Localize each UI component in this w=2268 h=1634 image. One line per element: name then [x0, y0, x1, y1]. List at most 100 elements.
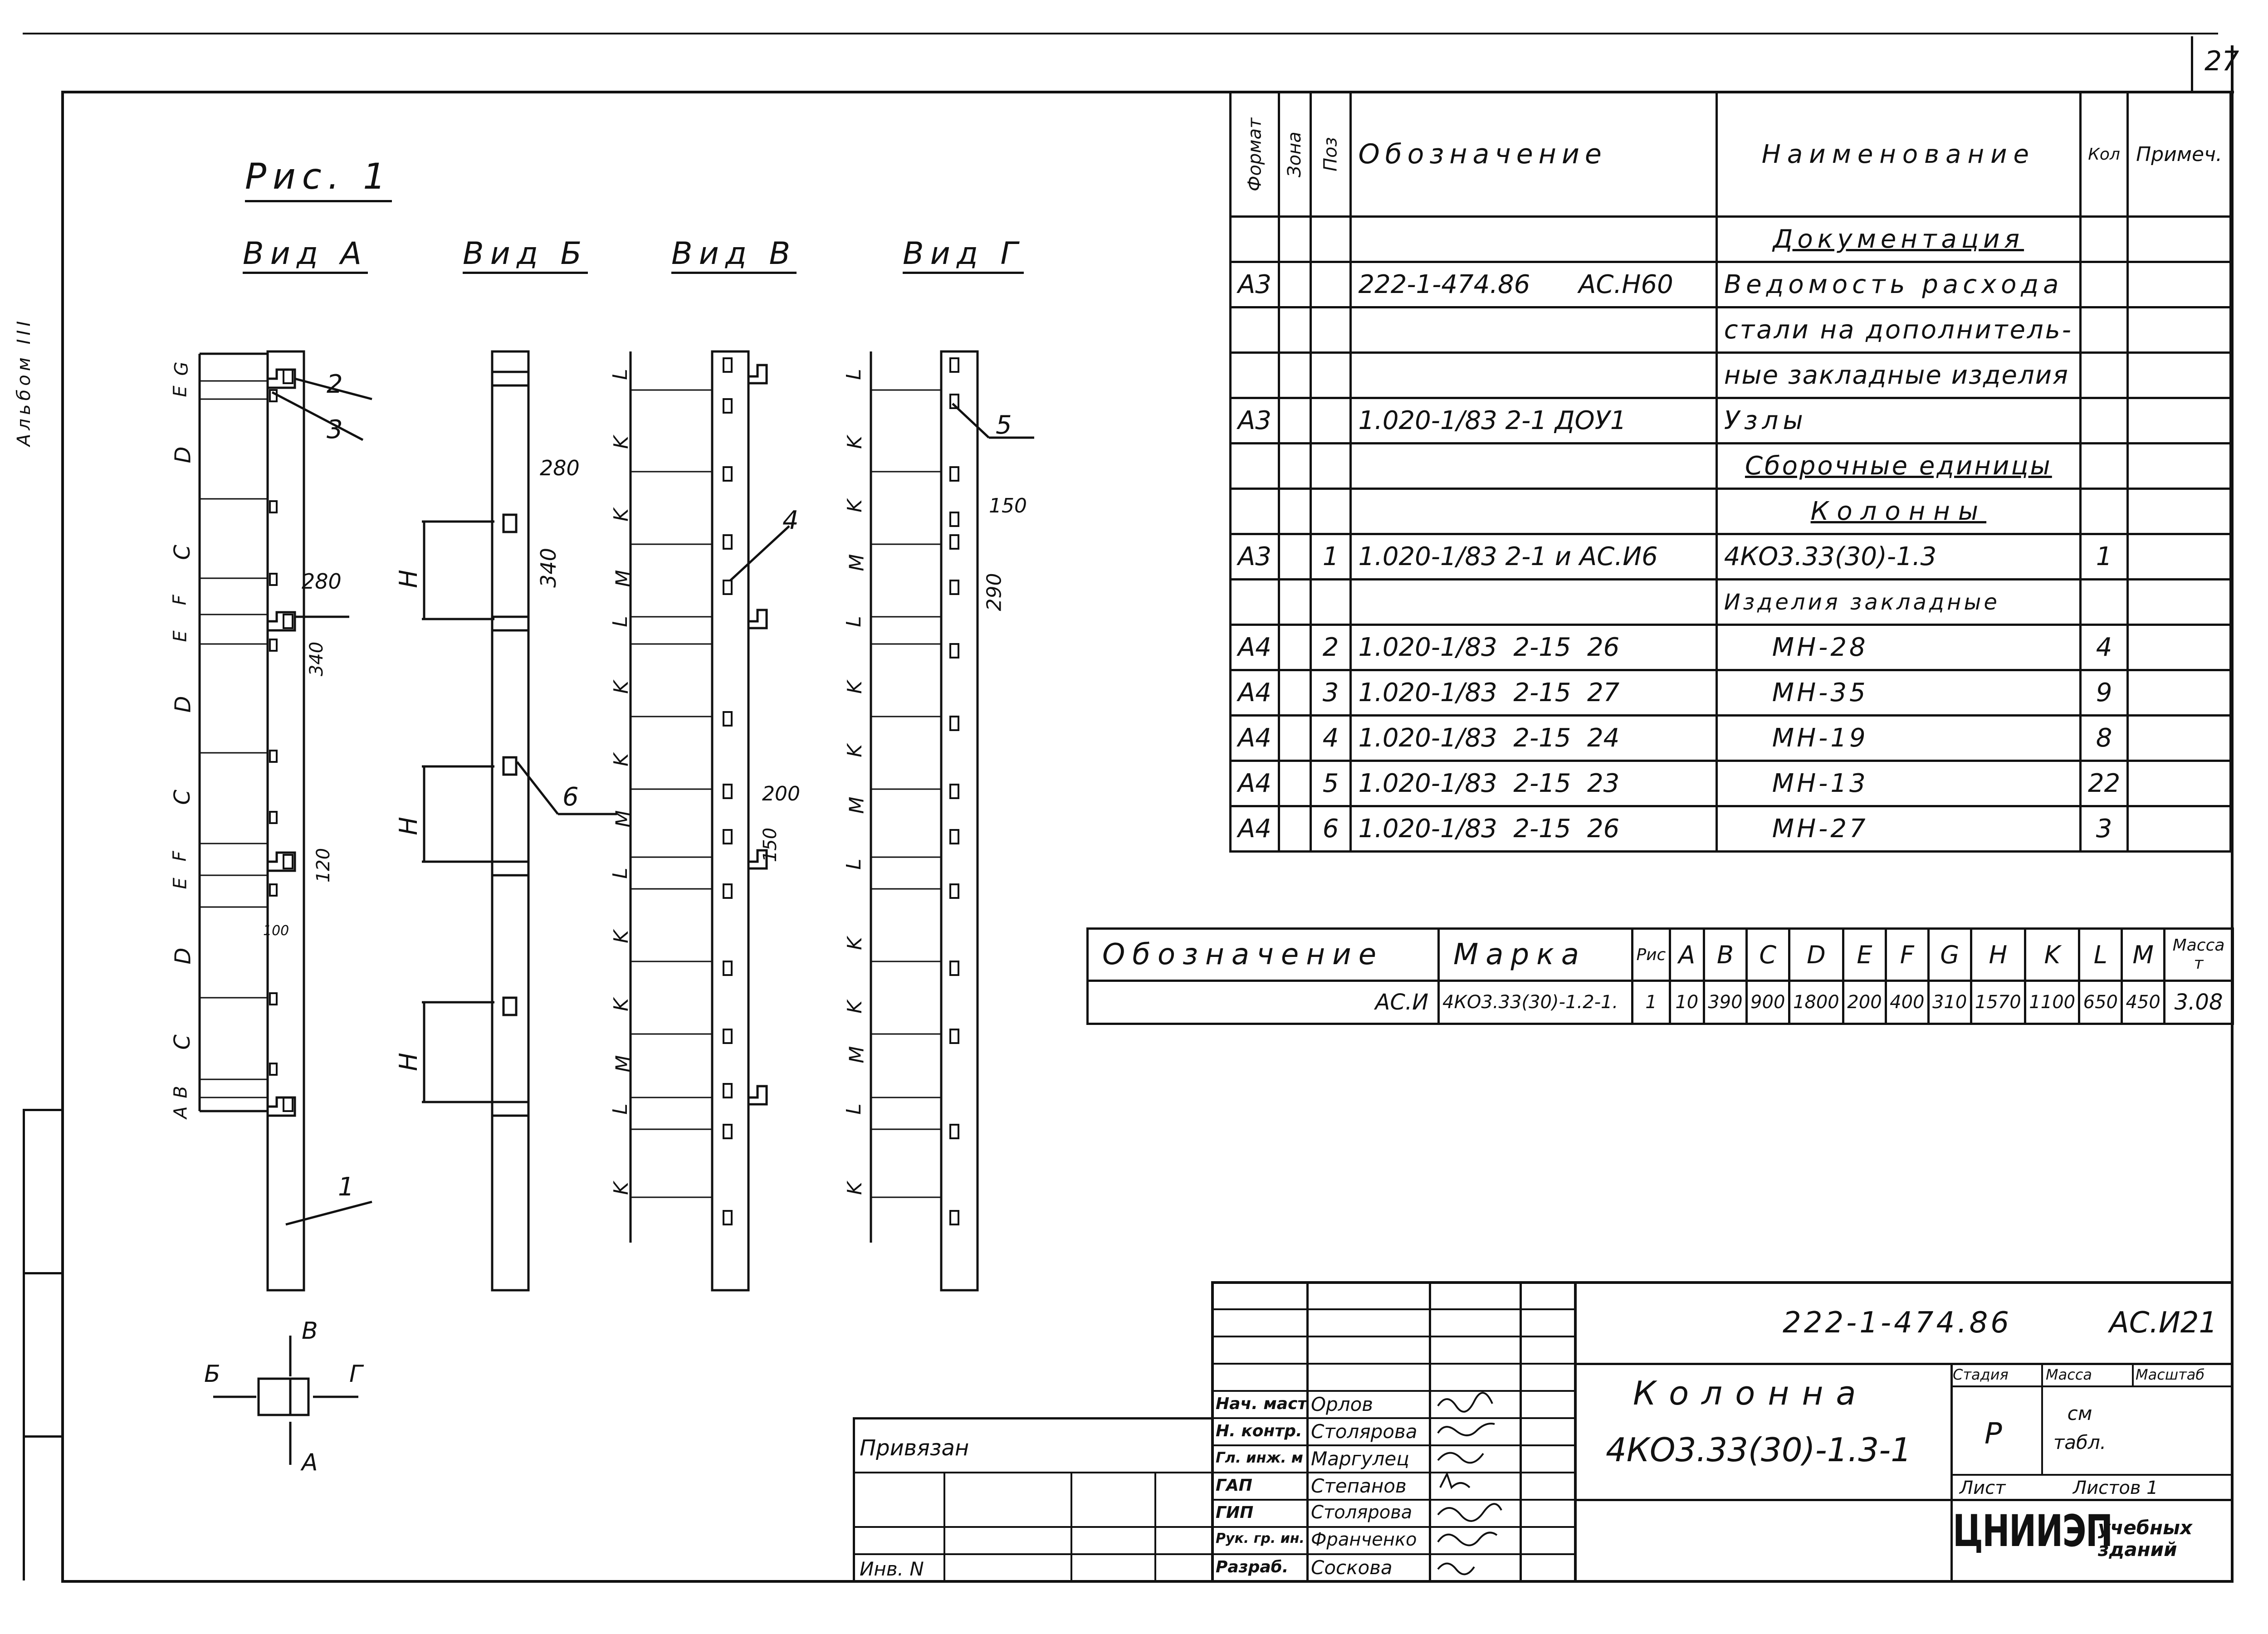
- bind-v3: [1154, 1472, 1156, 1583]
- view-v-label: Вид В: [671, 236, 797, 274]
- spec-header-row: Формат Зона Поз Обозначение Наименование…: [1230, 91, 2232, 218]
- param-cell-designation: АС.И: [1086, 980, 1440, 1025]
- orientation-bottom: А: [302, 1449, 318, 1476]
- spec-cell-zone: [1277, 488, 1312, 535]
- orientation-marker: [257, 1377, 310, 1416]
- mass-label: Масса: [2046, 1366, 2092, 1383]
- tb-code-line: [1574, 1363, 2234, 1365]
- spec-cell-format: [1229, 488, 1280, 535]
- tb-title-line: [1574, 1499, 2234, 1501]
- param-cell-c: 900: [1745, 980, 1790, 1025]
- spec-cell-designation: 1.020-1/83 2-15 27: [1349, 669, 1718, 717]
- spec-cell-zone: [1277, 261, 1312, 308]
- spec-cell-pos: 6: [1309, 805, 1352, 853]
- spec-cell-note: [2126, 397, 2232, 444]
- spec-cell-qty: 4: [2079, 624, 2129, 671]
- bind-v2: [1070, 1472, 1072, 1583]
- tb-row: [1211, 1417, 1574, 1419]
- tb-top: [1211, 1281, 2234, 1284]
- tb-staff-v2: [1429, 1281, 1431, 1583]
- page-number-box: [2191, 36, 2193, 91]
- tb-row: [1211, 1390, 1574, 1392]
- staff-name: Соскова: [1311, 1556, 1393, 1579]
- spec-cell-qty: [2079, 215, 2129, 263]
- staff-role: Гл. инж. м: [1216, 1449, 1303, 1466]
- view-v-letter: M: [611, 810, 635, 828]
- spec-cell-pos: [1309, 306, 1352, 354]
- spec-cell-name: МН-13: [1715, 760, 2082, 807]
- view-v-letter: L: [608, 1103, 632, 1115]
- view-a-letter: C: [169, 1034, 195, 1050]
- leader-3: 3: [327, 415, 343, 444]
- tb-row: [1211, 1308, 1574, 1310]
- view-b-letter: H: [394, 570, 423, 588]
- spec-cell-note: [2126, 624, 2232, 671]
- spec-cell-name: МН-28: [1715, 624, 2082, 671]
- spec-head-note: Примеч.: [2126, 91, 2232, 218]
- spec-cell-format: [1229, 351, 1280, 399]
- tb-stage-v2: [2041, 1363, 2043, 1474]
- spec-cell-note: [2126, 488, 2232, 535]
- inv-label: Инв. N: [860, 1558, 924, 1580]
- view-b-dim: 280: [540, 456, 580, 480]
- view-v-letter: K: [609, 998, 633, 1011]
- tb-row: [1211, 1363, 1574, 1365]
- bind-h3: [853, 1553, 1211, 1555]
- spec-cell-qty: 3: [2079, 805, 2129, 853]
- spec-cell-zone: [1277, 760, 1312, 807]
- spec-cell-pos: [1309, 397, 1352, 444]
- view-g-letter: K: [843, 436, 866, 449]
- view-g-letter: K: [843, 499, 866, 512]
- spec-row: ные закладные изделия: [1229, 351, 2232, 399]
- tb-row: [1211, 1526, 1574, 1528]
- spec-cell-pos: [1309, 261, 1352, 308]
- spec-cell-pos: 2: [1309, 624, 1352, 671]
- view-v-letter: L: [608, 369, 632, 380]
- tb-row: [1211, 1336, 1574, 1337]
- spec-row: Колонны: [1229, 488, 2232, 535]
- view-a-dim: 280: [302, 569, 342, 594]
- tb-row: [1211, 1472, 1574, 1473]
- top-border: [23, 33, 2218, 34]
- param-head-fig: Рис: [1631, 927, 1671, 982]
- spec-cell-zone: [1277, 714, 1312, 762]
- margin-strip-3: [23, 1272, 64, 1274]
- param-head-g: G: [1927, 927, 1972, 982]
- spec-cell-note: [2126, 714, 2232, 762]
- orientation-top: В: [302, 1317, 318, 1345]
- view-g-letter: K: [843, 744, 866, 757]
- view-v-letter: K: [609, 436, 633, 449]
- orientation-left: Б: [204, 1361, 220, 1388]
- param-row: АС.И 4КО3.33(30)-1.2-1. 1 10 390 900 180…: [1086, 980, 2234, 1025]
- page-number: 27: [2204, 45, 2239, 77]
- spec-cell-qty: [2079, 351, 2129, 399]
- spec-cell-qty: 8: [2079, 714, 2129, 762]
- staff-role: ГИП: [1216, 1503, 1254, 1522]
- param-cell-d: 1800: [1788, 980, 1845, 1025]
- view-a-letter: F: [169, 851, 191, 862]
- parameter-table: Обозначение Марка Рис A B C D E F G H K …: [1086, 927, 2234, 1025]
- leader-2: 2: [327, 370, 343, 399]
- org-subtitle: учебных зданий: [2098, 1517, 2193, 1561]
- staff-name: Степанов: [1311, 1475, 1407, 1497]
- tb-mid-v: [1574, 1281, 1577, 1583]
- spec-cell-name: 4КО3.33(30)-1.3: [1715, 533, 2082, 580]
- param-head-m: M: [2121, 927, 2166, 982]
- spec-cell-pos: 4: [1309, 714, 1352, 762]
- param-cell-e: 200: [1842, 980, 1887, 1025]
- tb-row: [1211, 1444, 1574, 1446]
- orientation-right: Г: [349, 1361, 362, 1388]
- leader-5: 5: [996, 410, 1012, 440]
- leader-6: 6: [562, 782, 579, 812]
- spec-cell-designation: [1349, 215, 1718, 263]
- param-cell-k: 1100: [2024, 980, 2081, 1025]
- tb-stage-h: [1950, 1385, 2234, 1387]
- spec-cell-zone: [1277, 397, 1312, 444]
- org-logo: ЦНИИЭП: [1953, 1506, 2113, 1556]
- spec-cell-zone: [1277, 215, 1312, 263]
- staff-name: Орлов: [1311, 1393, 1374, 1415]
- spec-row: Изделия закладные: [1229, 578, 2232, 626]
